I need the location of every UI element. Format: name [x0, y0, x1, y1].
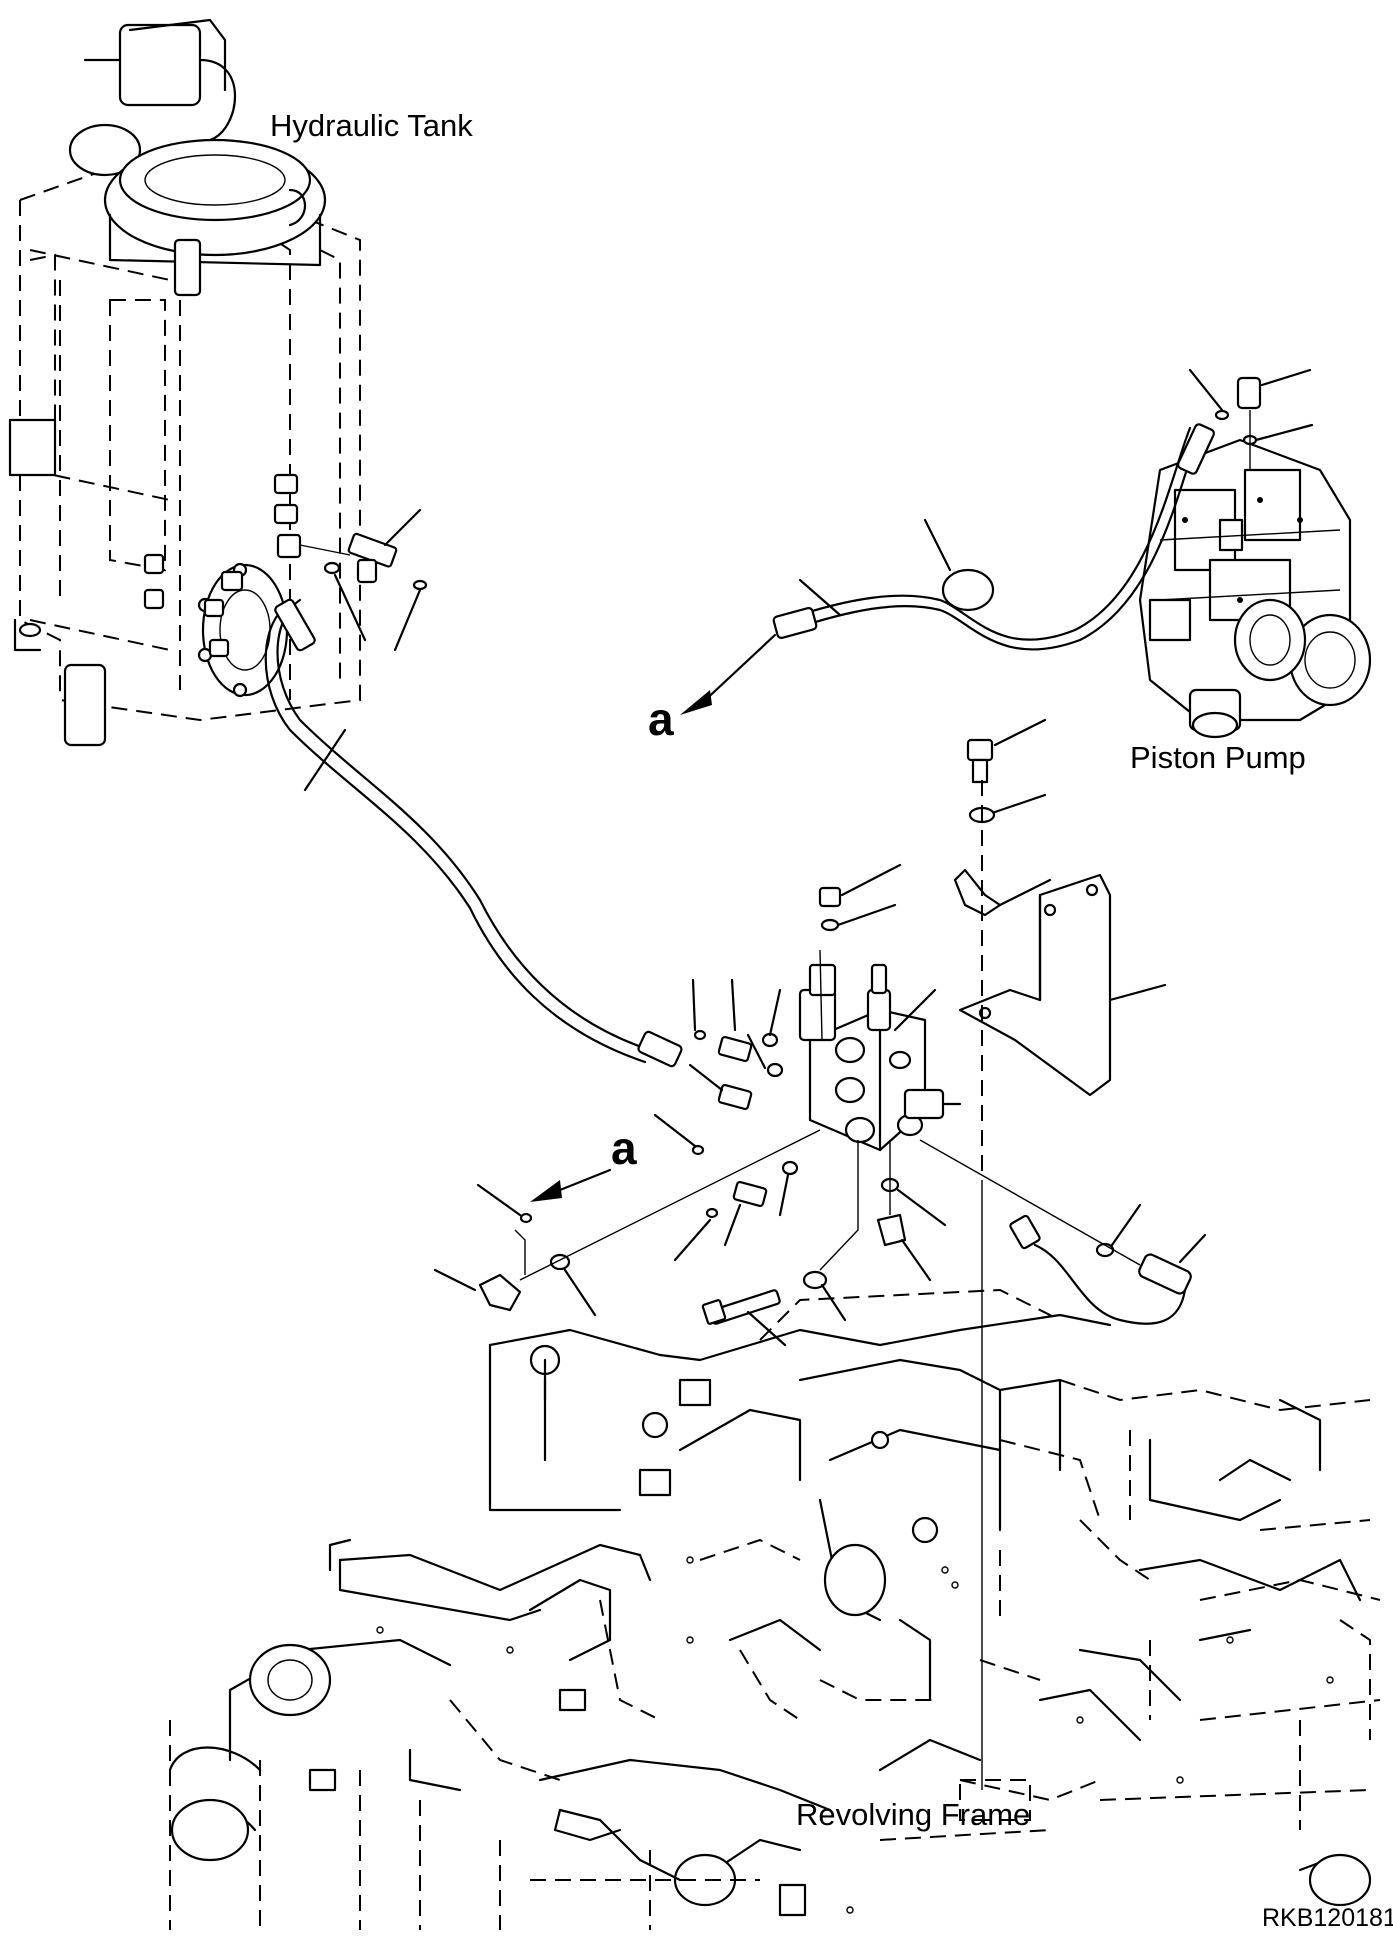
label-hydraulic-tank: Hydraulic Tank	[270, 108, 473, 143]
drawing-code: RKB120181	[1262, 1904, 1393, 1932]
revolving-frame-drawing	[168, 1288, 1381, 1930]
bolt-stack	[953, 718, 1052, 1790]
valve-fittings	[433, 863, 1207, 1347]
label-piston-pump: Piston Pump	[1130, 740, 1306, 775]
callout-a-bottom: a	[611, 1122, 637, 1174]
hose-pump-to-a	[680, 423, 1215, 715]
callout-a-top: a	[648, 693, 674, 745]
hydraulic-tank-drawing	[8, 18, 361, 747]
label-revolving-frame: Revolving Frame	[796, 1797, 1031, 1832]
piston-pump-drawing	[1138, 368, 1372, 739]
hose-tank-to-valve	[264, 598, 683, 1068]
tee-fitting	[299, 508, 428, 652]
valve-block-assembly	[798, 949, 962, 1152]
